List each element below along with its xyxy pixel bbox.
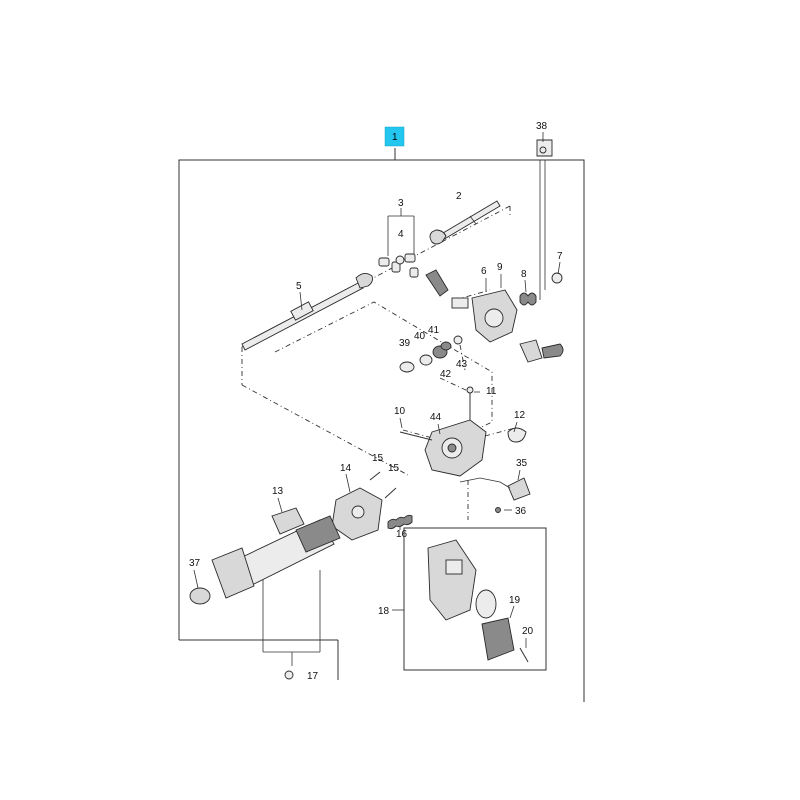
part-label-40[interactable]: 40 [414,331,426,342]
part-label-37[interactable]: 37 [189,558,201,569]
screw-11 [466,386,474,420]
washer-gear-set [399,335,463,373]
part-label-5[interactable]: 5 [296,281,302,292]
part-label-14[interactable]: 14 [340,463,352,474]
part-label-16[interactable]: 16 [396,529,408,540]
spring-coil [519,292,537,306]
part-label-15a[interactable]: 15 [372,453,384,464]
nut-38 [539,146,547,154]
lever-35 [507,477,531,501]
part-label-42[interactable]: 42 [440,369,452,380]
part-label-10[interactable]: 10 [394,406,406,417]
bolt-15b [384,487,397,499]
leader-lines [193,132,561,648]
lever-rod [459,477,511,489]
part-label-19[interactable]: 19 [509,595,521,606]
column-housing [399,419,487,477]
part-label-17[interactable]: 17 [307,671,319,682]
part-label-18[interactable]: 18 [378,606,390,617]
part-label-38[interactable]: 38 [536,121,548,132]
part-label-43[interactable]: 43 [456,359,468,370]
ignition-lock-set [427,539,529,663]
lower-column-tube [211,515,341,599]
combination-switch-body [425,269,564,363]
part-label-4[interactable]: 4 [398,229,404,240]
part-label-44[interactable]: 44 [430,412,442,423]
part-label-36[interactable]: 36 [515,506,527,517]
nut-7 [551,272,563,284]
column-bracket [331,487,383,541]
part-label-9[interactable]: 9 [497,262,503,273]
part-label-7[interactable]: 7 [557,251,563,262]
bolt-15a [369,471,381,481]
part-label-2[interactable]: 2 [456,191,462,202]
highlighted-label-box [384,126,405,147]
bolt-36 [495,507,501,513]
assembly-frame [178,148,585,702]
cap-12 [507,427,527,443]
intermediate-shaft [241,273,373,351]
part-label-15b[interactable]: 15 [388,463,400,474]
part-label-20[interactable]: 20 [522,626,534,637]
clamp-37 [189,587,211,605]
part-label-1[interactable]: 1 [392,132,398,143]
part-label-8[interactable]: 8 [521,269,527,280]
upper-shaft [429,200,501,245]
part-label-35[interactable]: 35 [516,458,528,469]
part-label-12[interactable]: 12 [514,410,526,421]
part-label-6[interactable]: 6 [481,266,487,277]
tilt-bracket-13 [271,507,305,535]
part-label-39[interactable]: 39 [399,338,411,349]
part-label-13[interactable]: 13 [272,486,284,497]
part-label-3[interactable]: 3 [398,198,404,209]
nut-17 [284,670,294,680]
part-label-41[interactable]: 41 [428,325,440,336]
spring-16 [387,514,413,530]
u-joint-cross [378,253,419,278]
part-label-11[interactable]: 11 [486,386,497,397]
